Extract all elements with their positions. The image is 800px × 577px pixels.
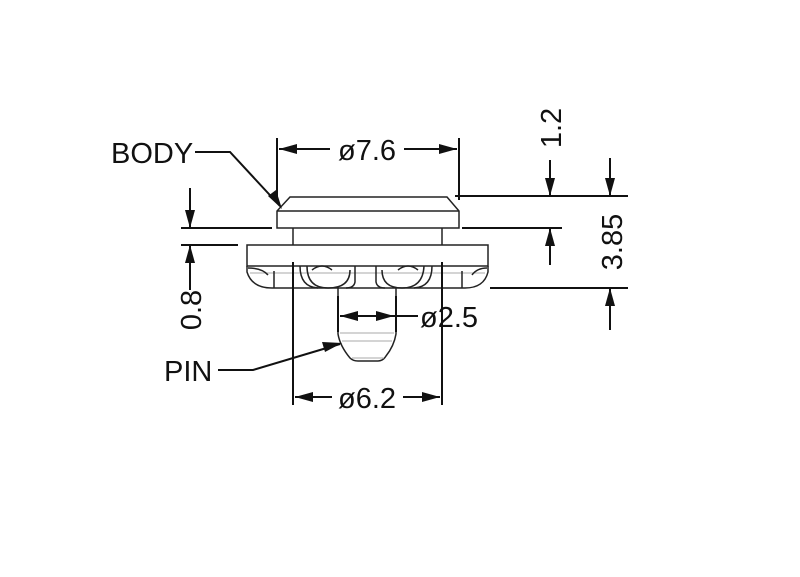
dim-flange-gap: 0.8 <box>176 290 208 330</box>
dimension-top-height: 1.2 <box>455 108 628 265</box>
dimension-total-height: 3.85 <box>490 158 629 330</box>
cavity-right <box>375 265 433 289</box>
pin-leader: PIN <box>164 342 342 388</box>
dim-neck-diameter: ø6.2 <box>338 383 396 415</box>
dim-pin-diameter: ø2.5 <box>420 302 478 334</box>
label-pin: PIN <box>164 356 212 388</box>
dim-top-diameter: ø7.6 <box>338 135 396 167</box>
body-leader: BODY <box>111 138 282 209</box>
part-outline <box>246 196 489 362</box>
flange <box>246 244 489 267</box>
flange-lower <box>246 266 489 289</box>
dimension-top-diameter: ø7.6 <box>276 135 460 200</box>
dimension-pin-diameter: ø2.5 <box>337 296 478 334</box>
pin-shape <box>337 288 397 362</box>
dim-top-height: 1.2 <box>536 108 568 148</box>
body-cap <box>276 196 460 229</box>
cavity-left <box>299 265 356 289</box>
dimension-neck-diameter: ø6.2 <box>292 262 443 415</box>
label-body: BODY <box>111 138 193 170</box>
dim-total-height: 3.85 <box>597 214 629 270</box>
dimension-flange-gap: 0.8 <box>176 188 272 330</box>
